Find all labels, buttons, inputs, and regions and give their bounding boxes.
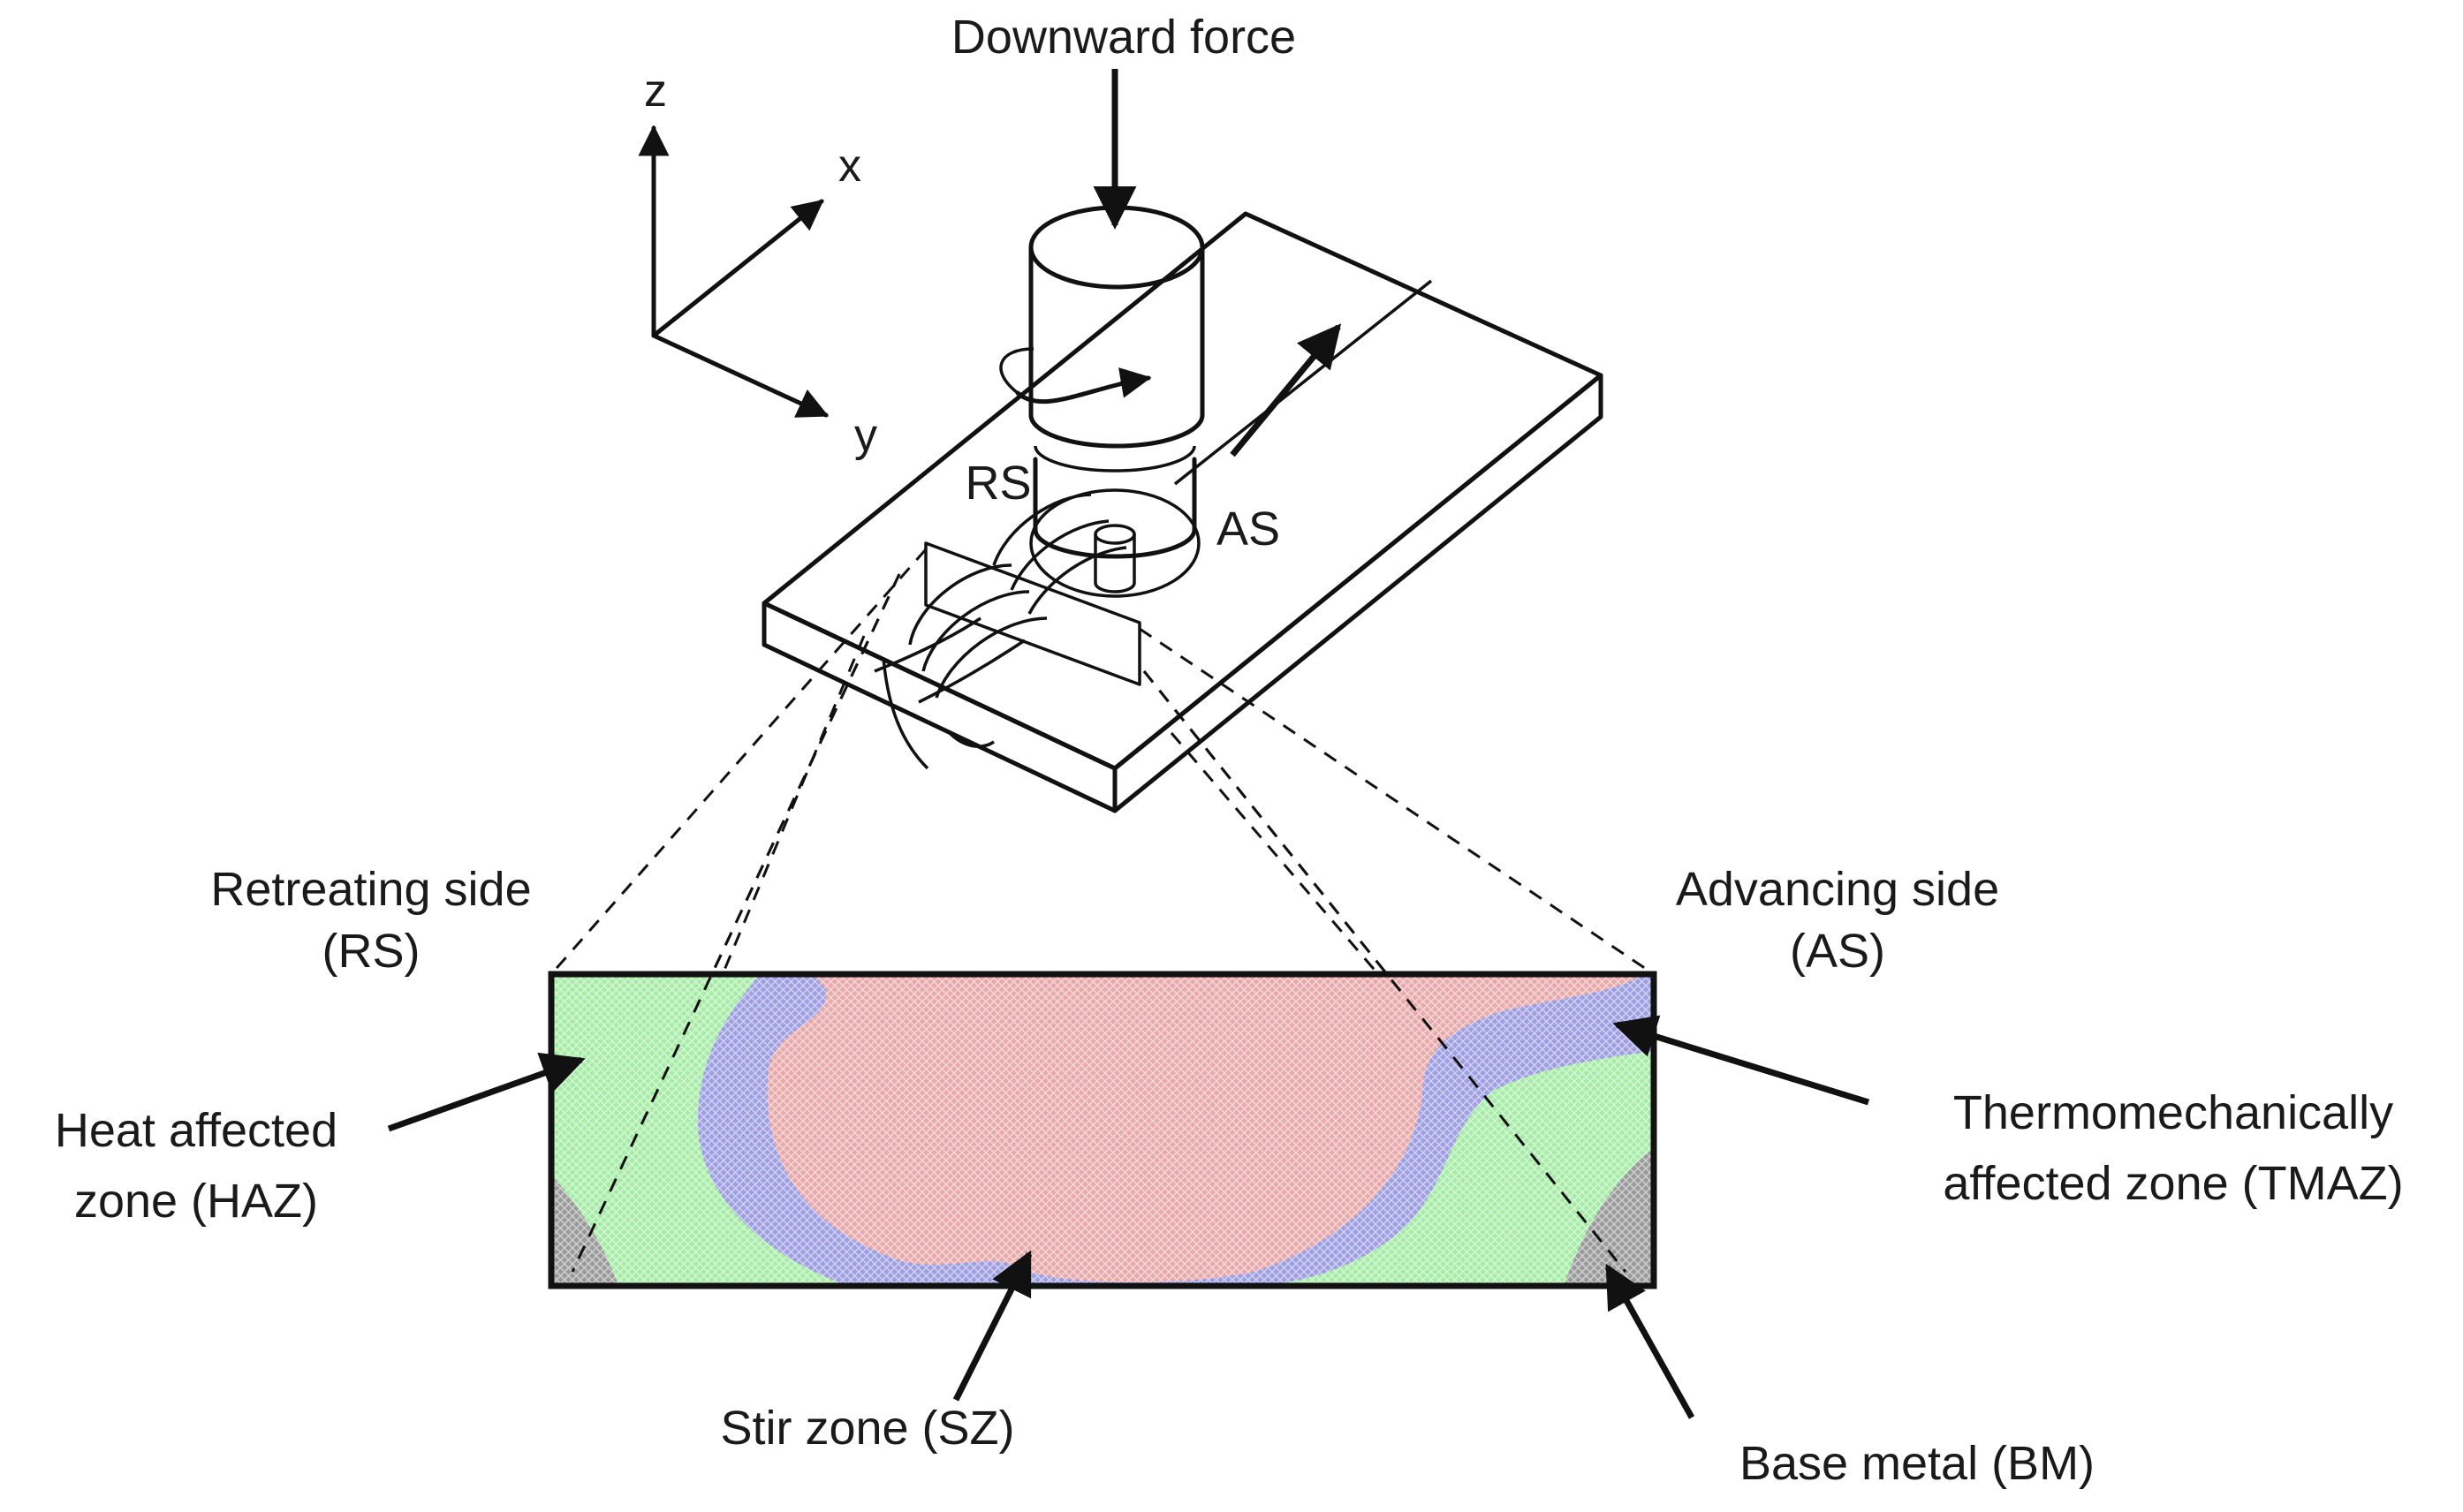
stir-zone-label: Stir zone (SZ) <box>720 1402 1014 1455</box>
base-metal-label: Base metal (BM) <box>1739 1437 2095 1490</box>
retreating-side-abbr: (RS) <box>322 925 421 978</box>
rs-short-label: RS <box>965 457 1031 510</box>
tool-body <box>1028 245 1205 449</box>
weld-joint-line <box>1173 279 1433 486</box>
haz-label-line1: Heat affected <box>55 1104 337 1157</box>
tool-shoulder-footprint <box>1029 488 1201 598</box>
axis-x-label: x <box>838 140 861 192</box>
cross-section-frame <box>548 971 1657 1289</box>
advancing-side-label: Advancing side <box>1676 863 1999 916</box>
retreating-side-label: Retreating side <box>210 863 531 916</box>
advancing-side-abbr: (AS) <box>1790 925 1885 978</box>
coordinate-axes: z x y <box>638 65 877 461</box>
axis-y-label: y <box>854 410 877 461</box>
workpiece-side-face <box>1112 373 1603 813</box>
tmaz-label-line2: affected zone (TMAZ) <box>1943 1157 2403 1210</box>
workpiece-3d <box>762 211 1603 813</box>
stir-zone-pointer-arrow <box>952 1250 1033 1402</box>
tool-shank <box>1033 457 1197 559</box>
rotation-arrow <box>999 347 1152 404</box>
base-metal-pointer-arrow <box>1604 1263 1695 1419</box>
haz-label-line2: zone (HAZ) <box>74 1175 318 1228</box>
tool-pin <box>1094 534 1136 593</box>
tmaz-pointer-arrow <box>1612 1015 1870 1106</box>
downward-force-label: Downward force <box>951 11 1296 64</box>
tmaz-label-line1: Thermomechanically <box>1953 1086 2393 1139</box>
weld-cross-section <box>551 974 1654 1286</box>
welding-direction-arrow <box>1230 323 1342 457</box>
axis-z-label: z <box>644 65 667 117</box>
as-short-label: AS <box>1216 503 1280 556</box>
workpiece-top-face <box>762 211 1603 771</box>
cross-section-plane <box>924 541 1141 686</box>
haz-pointer-arrow <box>387 1052 586 1132</box>
workpiece-front-face <box>762 601 1118 813</box>
weld-ripples <box>882 493 1127 770</box>
